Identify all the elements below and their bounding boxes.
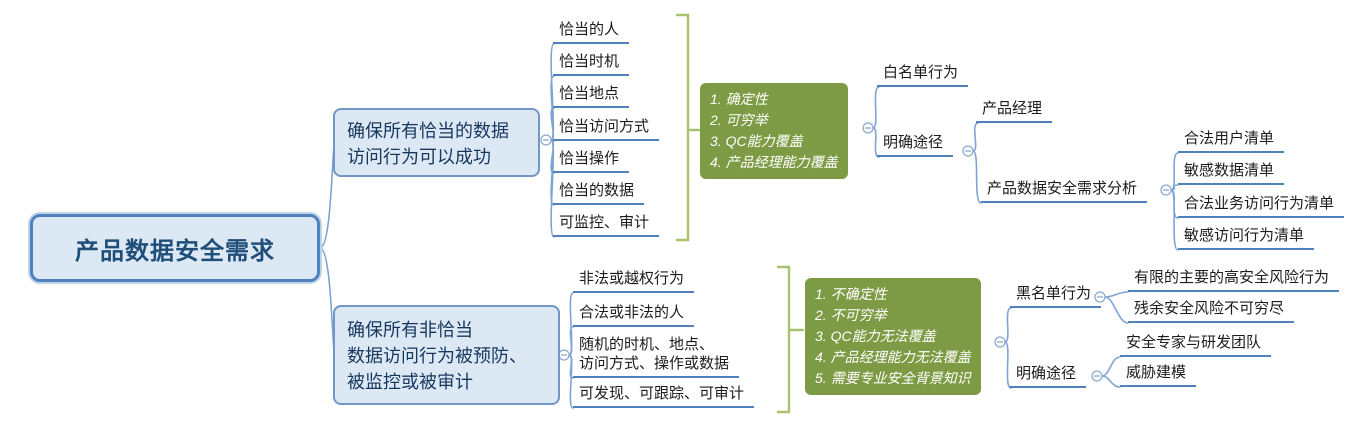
branch-inappropriate-access[interactable]: 确保所有非恰当 数据访问行为被预防、 被监控或被审计 [333, 305, 560, 405]
leaf-residual-risk[interactable]: 残余安全风险不可穷尽 [1128, 299, 1295, 323]
topic-product-manager[interactable]: 产品经理 [976, 99, 1053, 123]
subtopic-appropriate-location[interactable]: 恰当地点 [553, 84, 630, 108]
topic-clear-path-top[interactable]: 明确途径 [877, 133, 954, 157]
subtopic-appropriate-data[interactable]: 恰当的数据 [553, 181, 645, 205]
subtopic-appropriate-method[interactable]: 恰当访问方式 [553, 117, 660, 141]
topic-requirement-analysis[interactable]: 产品数据安全需求分析 [981, 179, 1148, 203]
root-topic[interactable]: 产品数据安全需求 [30, 214, 320, 282]
collapse-toggle[interactable] [862, 122, 874, 134]
summary-deterministic[interactable]: 1. 确定性 2. 可穷举 3. QC能力覆盖 4. 产品经理能力覆盖 [700, 83, 848, 179]
subtopic-random-conditions[interactable]: 随机的时机、地点、 访问方式、操作或数据 [573, 335, 740, 378]
leaf-threat-modeling[interactable]: 威胁建模 [1120, 363, 1197, 387]
subtopic-appropriate-person[interactable]: 恰当的人 [553, 20, 630, 44]
summary-bracket [675, 13, 805, 414]
collapse-toggle[interactable] [1160, 184, 1172, 196]
subtopic-legal-illegal-person[interactable]: 合法或非法的人 [573, 303, 695, 327]
topic-clear-path-bottom[interactable]: 明确途径 [1010, 364, 1087, 388]
summary-uncertain[interactable]: 1. 不确定性 2. 不可穷举 3. QC能力无法覆盖 4. 产品经理能力无法覆… [805, 278, 981, 395]
subtopic-appropriate-timing[interactable]: 恰当时机 [553, 52, 630, 76]
subtopic-discoverable-trackable[interactable]: 可发现、可跟踪、可审计 [573, 384, 755, 408]
subtopic-monitorable-auditable[interactable]: 可监控、审计 [553, 213, 660, 237]
subtopic-appropriate-operation[interactable]: 恰当操作 [553, 149, 630, 173]
leaf-sensitive-access-list[interactable]: 敏感访问行为清单 [1178, 226, 1315, 250]
collapse-toggle[interactable] [558, 349, 570, 361]
collapse-toggle[interactable] [994, 336, 1006, 348]
topic-blacklist-behavior[interactable]: 黑名单行为 [1010, 284, 1102, 308]
leaf-high-risk-behavior[interactable]: 有限的主要的高安全风险行为 [1128, 268, 1340, 292]
leaf-legal-access-list[interactable]: 合法业务访问行为清单 [1178, 194, 1345, 218]
collapse-toggle[interactable] [962, 145, 974, 157]
leaf-sensitive-data-list[interactable]: 敏感数据清单 [1178, 161, 1285, 185]
leaf-legal-user-list[interactable]: 合法用户清单 [1178, 129, 1285, 153]
topic-whitelist-behavior[interactable]: 白名单行为 [877, 63, 969, 87]
leaf-security-experts[interactable]: 安全专家与研发团队 [1120, 333, 1272, 357]
branch-appropriate-access[interactable]: 确保所有恰当的数据 访问行为可以成功 [333, 108, 540, 177]
collapse-toggle[interactable] [1094, 291, 1106, 303]
collapse-toggle[interactable] [540, 134, 552, 146]
collapse-toggle[interactable] [1091, 370, 1103, 382]
subtopic-illegal-behavior[interactable]: 非法或越权行为 [573, 269, 695, 293]
